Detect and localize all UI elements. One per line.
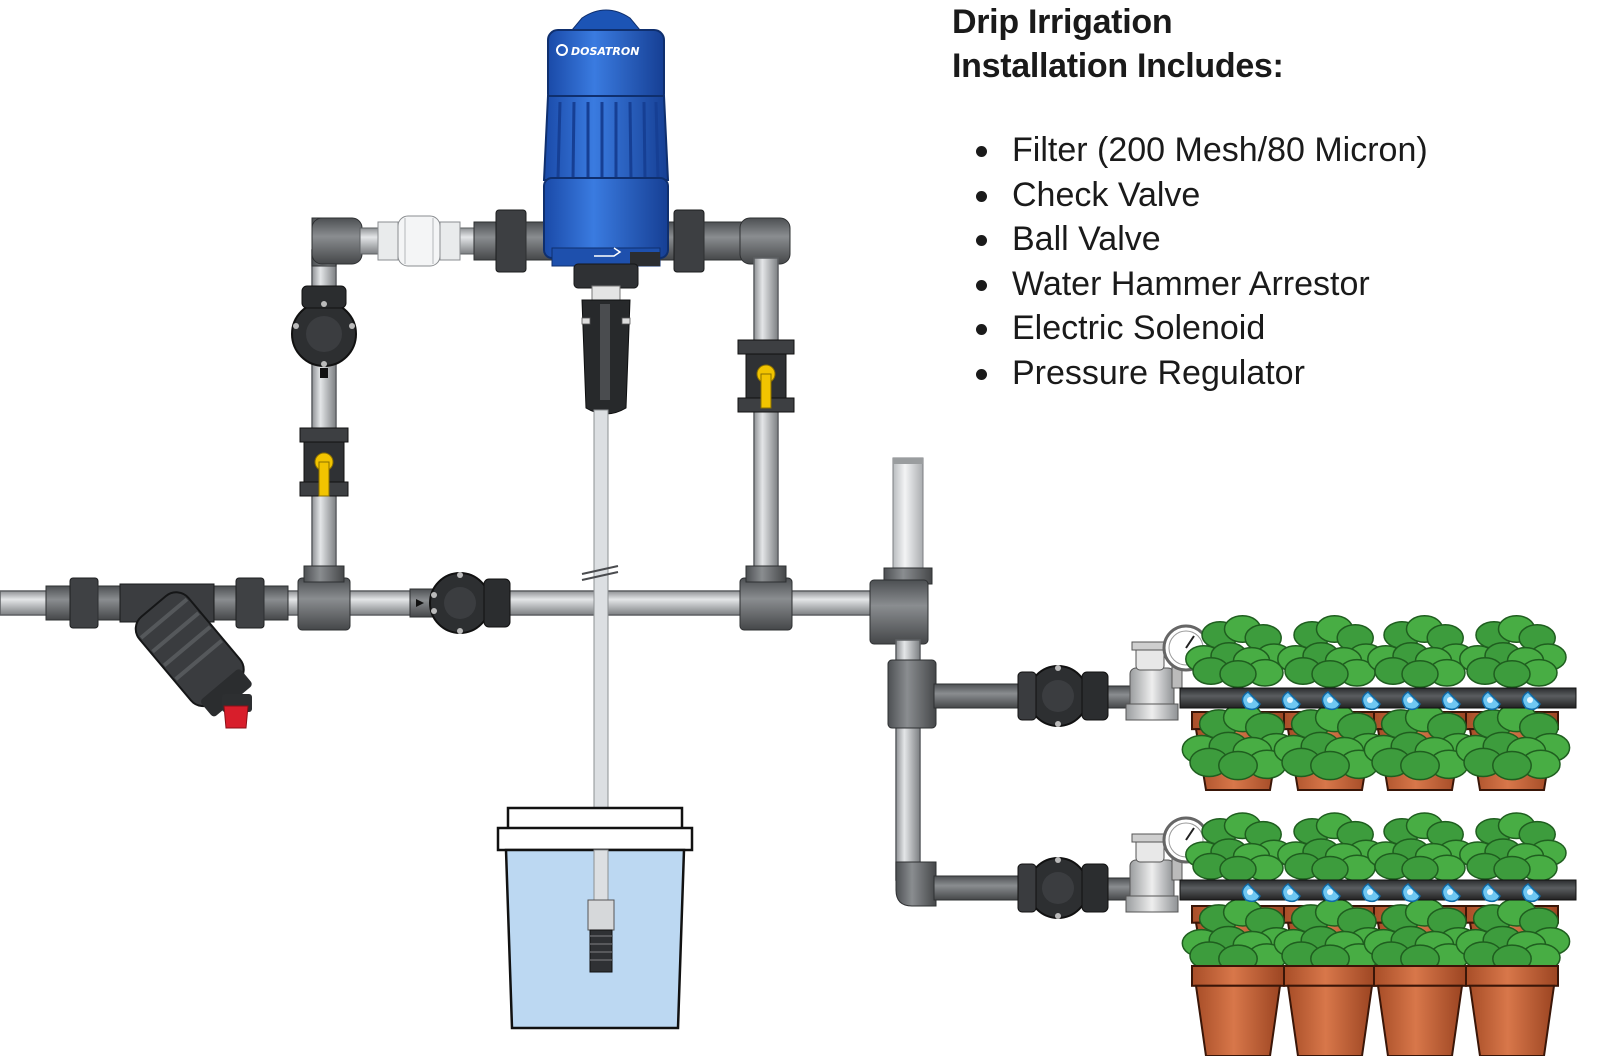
legend-item: Pressure Regulator (952, 351, 1572, 396)
injector-stem (573, 263, 639, 415)
right-bypass (739, 257, 793, 631)
flower-pot (1465, 965, 1559, 1056)
suction-tube (581, 409, 619, 901)
potted-plants (1181, 615, 1571, 1056)
solenoid-left-riser (291, 285, 357, 378)
y-filter (119, 583, 252, 729)
ball-valve-left (299, 427, 349, 497)
dosatron-injector: DOSATRON (542, 9, 670, 267)
legend-item: Filter (200 Mesh/80 Micron) (952, 128, 1572, 173)
legend: Drip Irrigation Installation Includes: F… (952, 0, 1572, 395)
check-valve (359, 215, 491, 267)
flower-pot (1283, 965, 1377, 1056)
legend-item: Electric Solenoid (952, 306, 1572, 351)
solenoid-zone-upper (1017, 665, 1109, 727)
legend-list: Filter (200 Mesh/80 Micron) Check Valve … (952, 128, 1572, 395)
pressure-regulator-upper (1125, 624, 1210, 721)
plant-foliage (1459, 812, 1567, 883)
plant-foliage (1367, 615, 1475, 688)
drip-emitters (1179, 687, 1577, 903)
solenoid-main (409, 572, 511, 634)
brand-label: DOSATRON (571, 45, 639, 58)
legend-title-line2: Installation Includes: (952, 47, 1284, 85)
plant-foliage (1455, 897, 1571, 974)
plant-foliage (1185, 615, 1293, 688)
plant-foliage (1363, 897, 1479, 974)
legend-item: Water Hammer Arrestor (952, 262, 1572, 307)
legend-item: Check Valve (952, 173, 1572, 218)
plant-foliage (1185, 812, 1293, 883)
flower-pot (1373, 965, 1467, 1056)
plant-foliage (1367, 812, 1475, 883)
plant-foliage (1459, 615, 1567, 688)
plant-foliage (1273, 702, 1389, 781)
legend-title-line1: Drip Irrigation (952, 3, 1173, 41)
plant-foliage (1363, 702, 1479, 781)
plant-foliage (1277, 812, 1385, 883)
header-tee (869, 579, 937, 907)
filter-unions (45, 577, 289, 629)
left-bypass (297, 217, 363, 631)
chemical-bucket (496, 806, 694, 1030)
plant-foliage (1277, 615, 1385, 688)
ball-valve-right (737, 339, 795, 413)
legend-item: Ball Valve (952, 217, 1572, 262)
plant-foliage (1455, 702, 1571, 781)
flower-pot (1191, 965, 1285, 1056)
water-hammer-arrestor (883, 457, 933, 585)
solenoid-zone-lower (1017, 857, 1109, 919)
